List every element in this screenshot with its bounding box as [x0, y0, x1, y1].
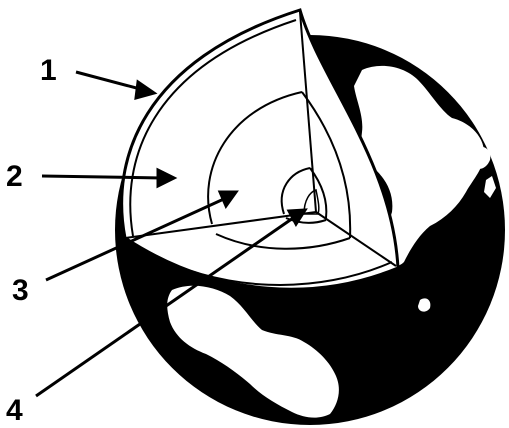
arrow-1-line [76, 72, 144, 90]
label-1: 1 [40, 54, 57, 87]
arrow-2-line [42, 176, 162, 178]
label-3: 3 [12, 274, 29, 307]
arrow-1-head [136, 82, 154, 98]
label-4: 4 [6, 394, 23, 427]
label-2: 2 [6, 160, 23, 193]
